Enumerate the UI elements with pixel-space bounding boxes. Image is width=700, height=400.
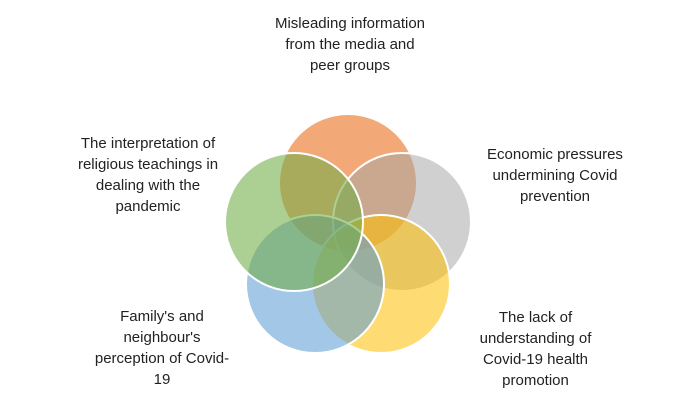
- venn-label-family-perception: Family's and neighbour's perception of C…: [94, 308, 230, 388]
- venn-label-misleading-media: Misleading information from the media an…: [274, 15, 426, 74]
- venn-label-religious-teachings: The interpretation of religious teaching…: [77, 135, 219, 215]
- venn-label-economic-pressures: Economic pressures undermining Covid pre…: [487, 146, 623, 205]
- venn-label-health-promotion: The lack of understanding of Covid-19 he…: [479, 309, 592, 389]
- venn-circle-religious-teachings: [224, 152, 364, 292]
